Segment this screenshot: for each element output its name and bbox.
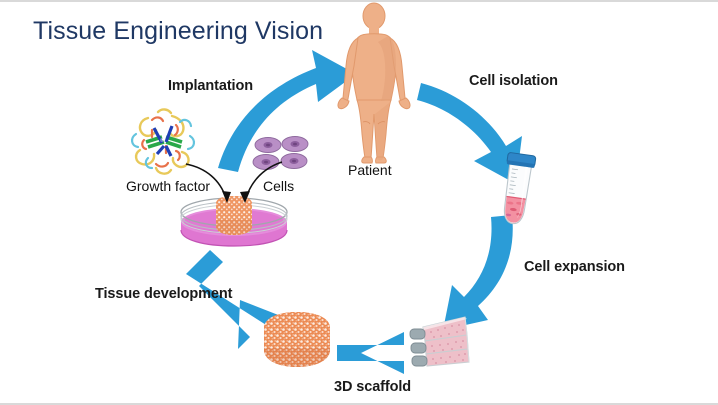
- patient-figure: [334, 2, 414, 167]
- patient-label: Patient: [348, 162, 392, 178]
- growth-factor-label: Growth factor: [126, 178, 211, 194]
- protein-ribbon-icon: [131, 108, 195, 175]
- ingredient-pointer-arrows: [178, 160, 298, 212]
- step-label-implantation: Implantation: [168, 78, 253, 94]
- step-label-tissue-development: Tissue development: [95, 286, 233, 302]
- 3d-scaffold-icon: [264, 312, 330, 367]
- cell-cluster-figure: [252, 136, 312, 176]
- human-body-icon: [337, 2, 411, 164]
- growth-factor-arrow-icon: [185, 163, 231, 203]
- cells-label: Cells: [263, 178, 295, 194]
- cells-arrow-icon: [240, 161, 283, 203]
- culture-flask-stack-figure: [405, 305, 485, 377]
- slide-top-border: [0, 0, 718, 2]
- page-title: Tissue Engineering Vision: [33, 17, 324, 45]
- centrifuge-tube-figure: [498, 152, 538, 230]
- culture-flask-stack-icon: [409, 316, 470, 367]
- growth-factor-figure: [126, 106, 202, 178]
- cell-cluster-icon: [252, 136, 309, 170]
- petri-dish-icon: [180, 196, 288, 247]
- centrifuge-tube-icon: [503, 152, 537, 225]
- step-label-cell-isolation: Cell isolation: [469, 73, 558, 89]
- petri-dish-figure: [178, 196, 290, 250]
- arrow-3d-scaffold: [337, 332, 404, 374]
- step-label-cell-expansion: Cell expansion: [524, 259, 625, 275]
- slide-bottom-border: [0, 403, 718, 405]
- scaffold-figure: [258, 310, 336, 372]
- step-label-3d-scaffold: 3D scaffold: [334, 379, 412, 395]
